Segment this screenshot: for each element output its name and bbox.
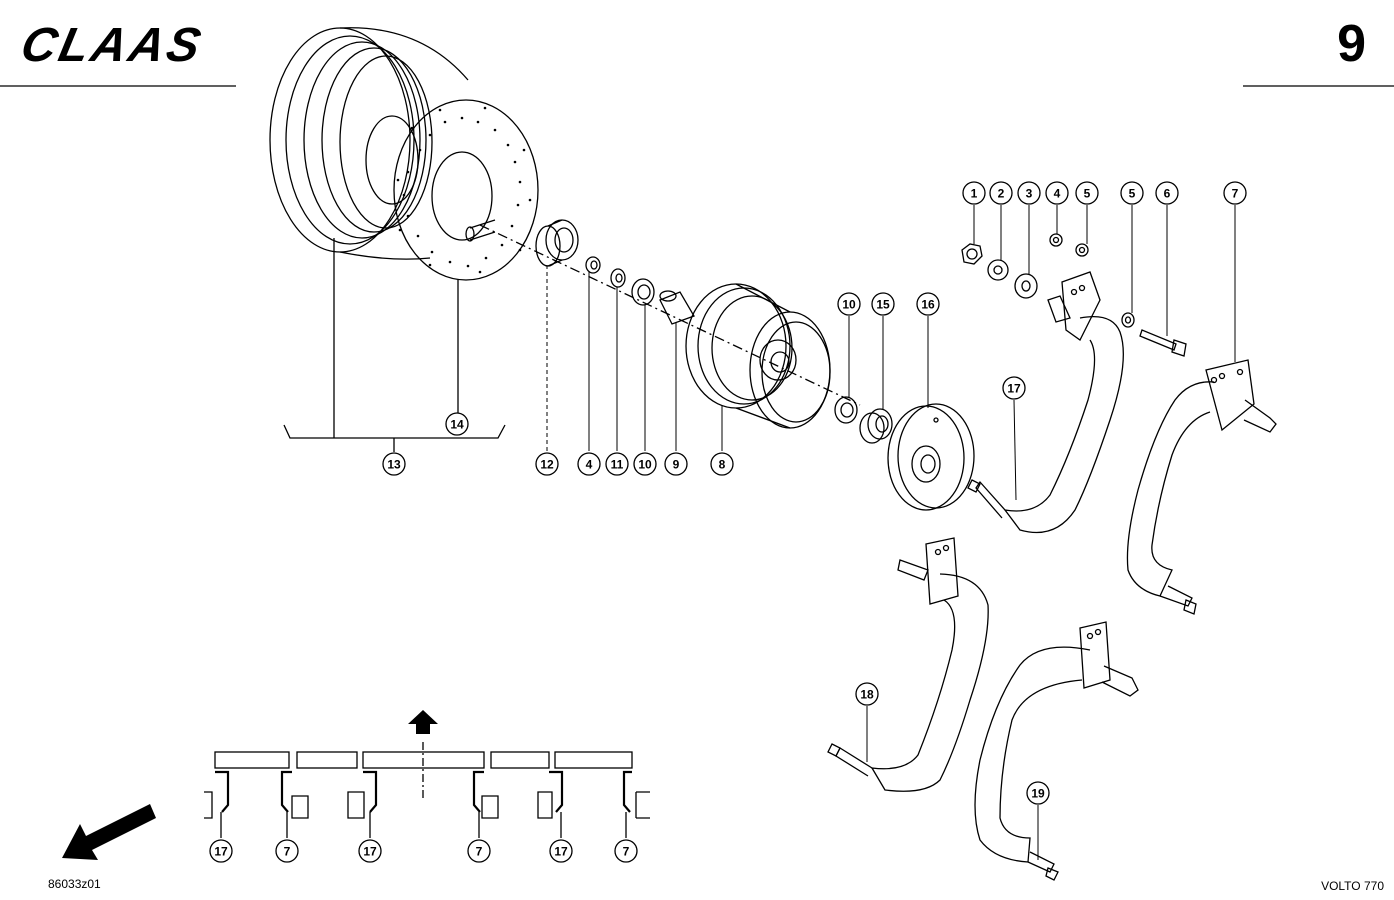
callout-16: 16 — [921, 298, 935, 312]
part-4-small-nut — [1049, 233, 1063, 247]
part-7-tine-arm — [1126, 359, 1277, 615]
part-12-bearing-cup — [535, 219, 579, 267]
callout-15: 15 — [876, 298, 890, 312]
part-19-tine-arm — [974, 621, 1139, 881]
part-9-spacer — [659, 290, 695, 325]
callout-9: 9 — [673, 458, 680, 472]
callout-1: 1 — [971, 187, 978, 201]
part-10-bearing — [631, 278, 655, 306]
part-2-washer — [987, 259, 1009, 281]
legend-label-6: 7 — [623, 845, 630, 859]
bracket-13 — [283, 424, 506, 439]
callout-6: 6 — [1164, 187, 1171, 201]
callout-circles — [209, 181, 1247, 863]
callout-4-top: 4 — [1054, 187, 1061, 201]
rim-disc — [393, 99, 539, 281]
layout-legend — [204, 742, 650, 838]
callout-14: 14 — [450, 418, 464, 432]
direction-arrow-icon — [62, 804, 156, 860]
callout-18: 18 — [860, 688, 874, 702]
part-6-bolt — [1139, 329, 1187, 357]
legend-label-4: 7 — [476, 845, 483, 859]
callout-11: 11 — [611, 458, 624, 472]
legend-label-2: 7 — [284, 845, 291, 859]
callout-12: 12 — [540, 458, 554, 472]
callout-13: 13 — [387, 458, 401, 472]
part-11-washer — [610, 268, 626, 288]
callout-4-bottom: 4 — [586, 458, 593, 472]
rim-holes — [396, 106, 532, 274]
part-18-tine-arm — [827, 537, 989, 792]
callout-19: 19 — [1031, 787, 1045, 801]
up-arrow-icon — [408, 710, 438, 734]
legend-label-5: 17 — [554, 845, 568, 859]
part-5-small-washer — [1075, 243, 1135, 328]
callout-10-left: 10 — [638, 458, 652, 472]
part-17-tine-arm — [967, 271, 1124, 534]
tire — [269, 27, 469, 260]
callout-7: 7 — [1232, 187, 1239, 201]
part-4-nut — [585, 256, 601, 274]
leader-lines — [546, 205, 1236, 860]
legend-label-3: 17 — [363, 845, 377, 859]
part-8-wheel-rim — [685, 283, 831, 429]
legend-label-1: 17 — [214, 845, 228, 859]
callout-17: 17 — [1007, 382, 1021, 396]
model-name: VOLTO 770 — [1321, 879, 1384, 893]
part-3-washer — [1014, 273, 1038, 299]
part-1-nut — [961, 243, 983, 265]
part-16-cover-disc — [887, 403, 975, 511]
callout-10-right: 10 — [842, 298, 856, 312]
part-10-bearing-2 — [834, 396, 858, 424]
callout-5-right: 5 — [1129, 187, 1136, 201]
callout-2: 2 — [998, 187, 1005, 201]
drawing-code: 86033z01 — [48, 877, 101, 891]
callout-5-top: 5 — [1084, 187, 1091, 201]
callout-3: 3 — [1026, 187, 1033, 201]
part-15-seal — [859, 408, 893, 444]
callout-8: 8 — [719, 458, 726, 472]
page-number: 9 — [1337, 15, 1366, 73]
